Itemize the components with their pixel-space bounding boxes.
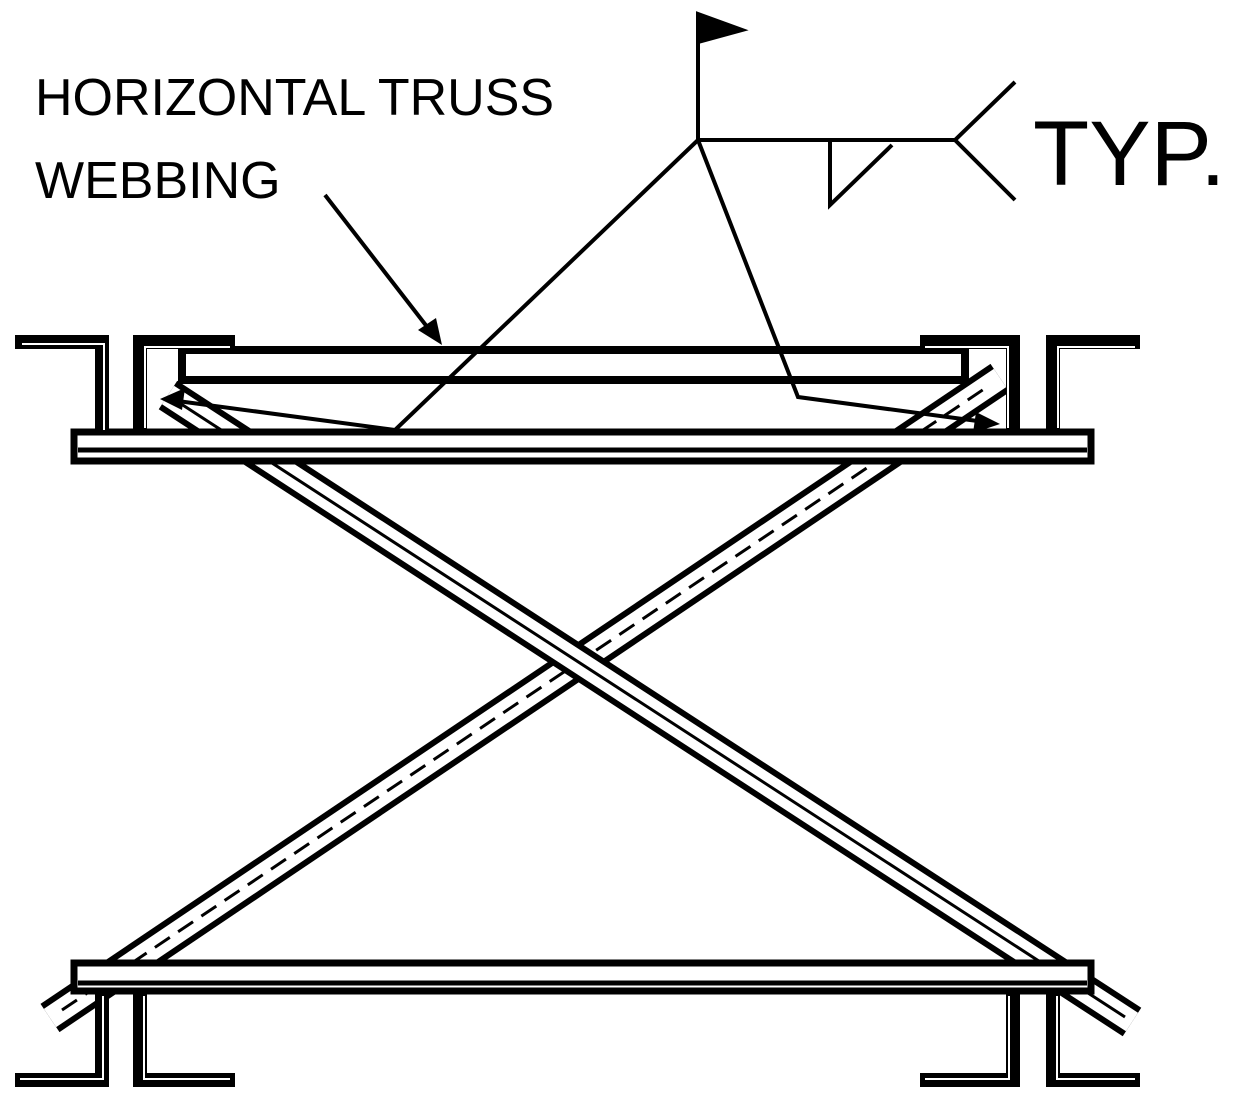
weld-arrow-left bbox=[169, 138, 700, 433]
channel-top-left bbox=[15, 335, 235, 430]
fillet-weld-icon bbox=[828, 140, 894, 210]
diagonal-brace-solid bbox=[158, 380, 1142, 1037]
weld-symbol bbox=[169, 11, 1017, 433]
weld-tail bbox=[952, 80, 1017, 202]
typical-label: TYP. bbox=[1033, 103, 1226, 205]
channel-bottom-left bbox=[15, 994, 235, 1087]
channel-sections bbox=[15, 335, 1140, 1087]
channel-bottom-right bbox=[920, 994, 1140, 1087]
member-leader-arrow bbox=[323, 193, 442, 345]
channel-top-right bbox=[920, 335, 1140, 430]
member-label-line2: WEBBING bbox=[35, 152, 281, 210]
top-chord-plate bbox=[70, 428, 1095, 465]
top-inner-chord bbox=[178, 346, 969, 384]
weld-arrow-right bbox=[696, 139, 986, 424]
arrowhead-left-icon bbox=[160, 388, 185, 410]
bottom-chord-plate bbox=[70, 959, 1095, 995]
field-weld-flag-icon bbox=[696, 11, 749, 45]
member-label-line1: HORIZONTAL TRUSS bbox=[35, 69, 554, 127]
diagonal-brace-dashed bbox=[40, 363, 1010, 1033]
arrowhead-right-icon bbox=[973, 412, 1000, 433]
